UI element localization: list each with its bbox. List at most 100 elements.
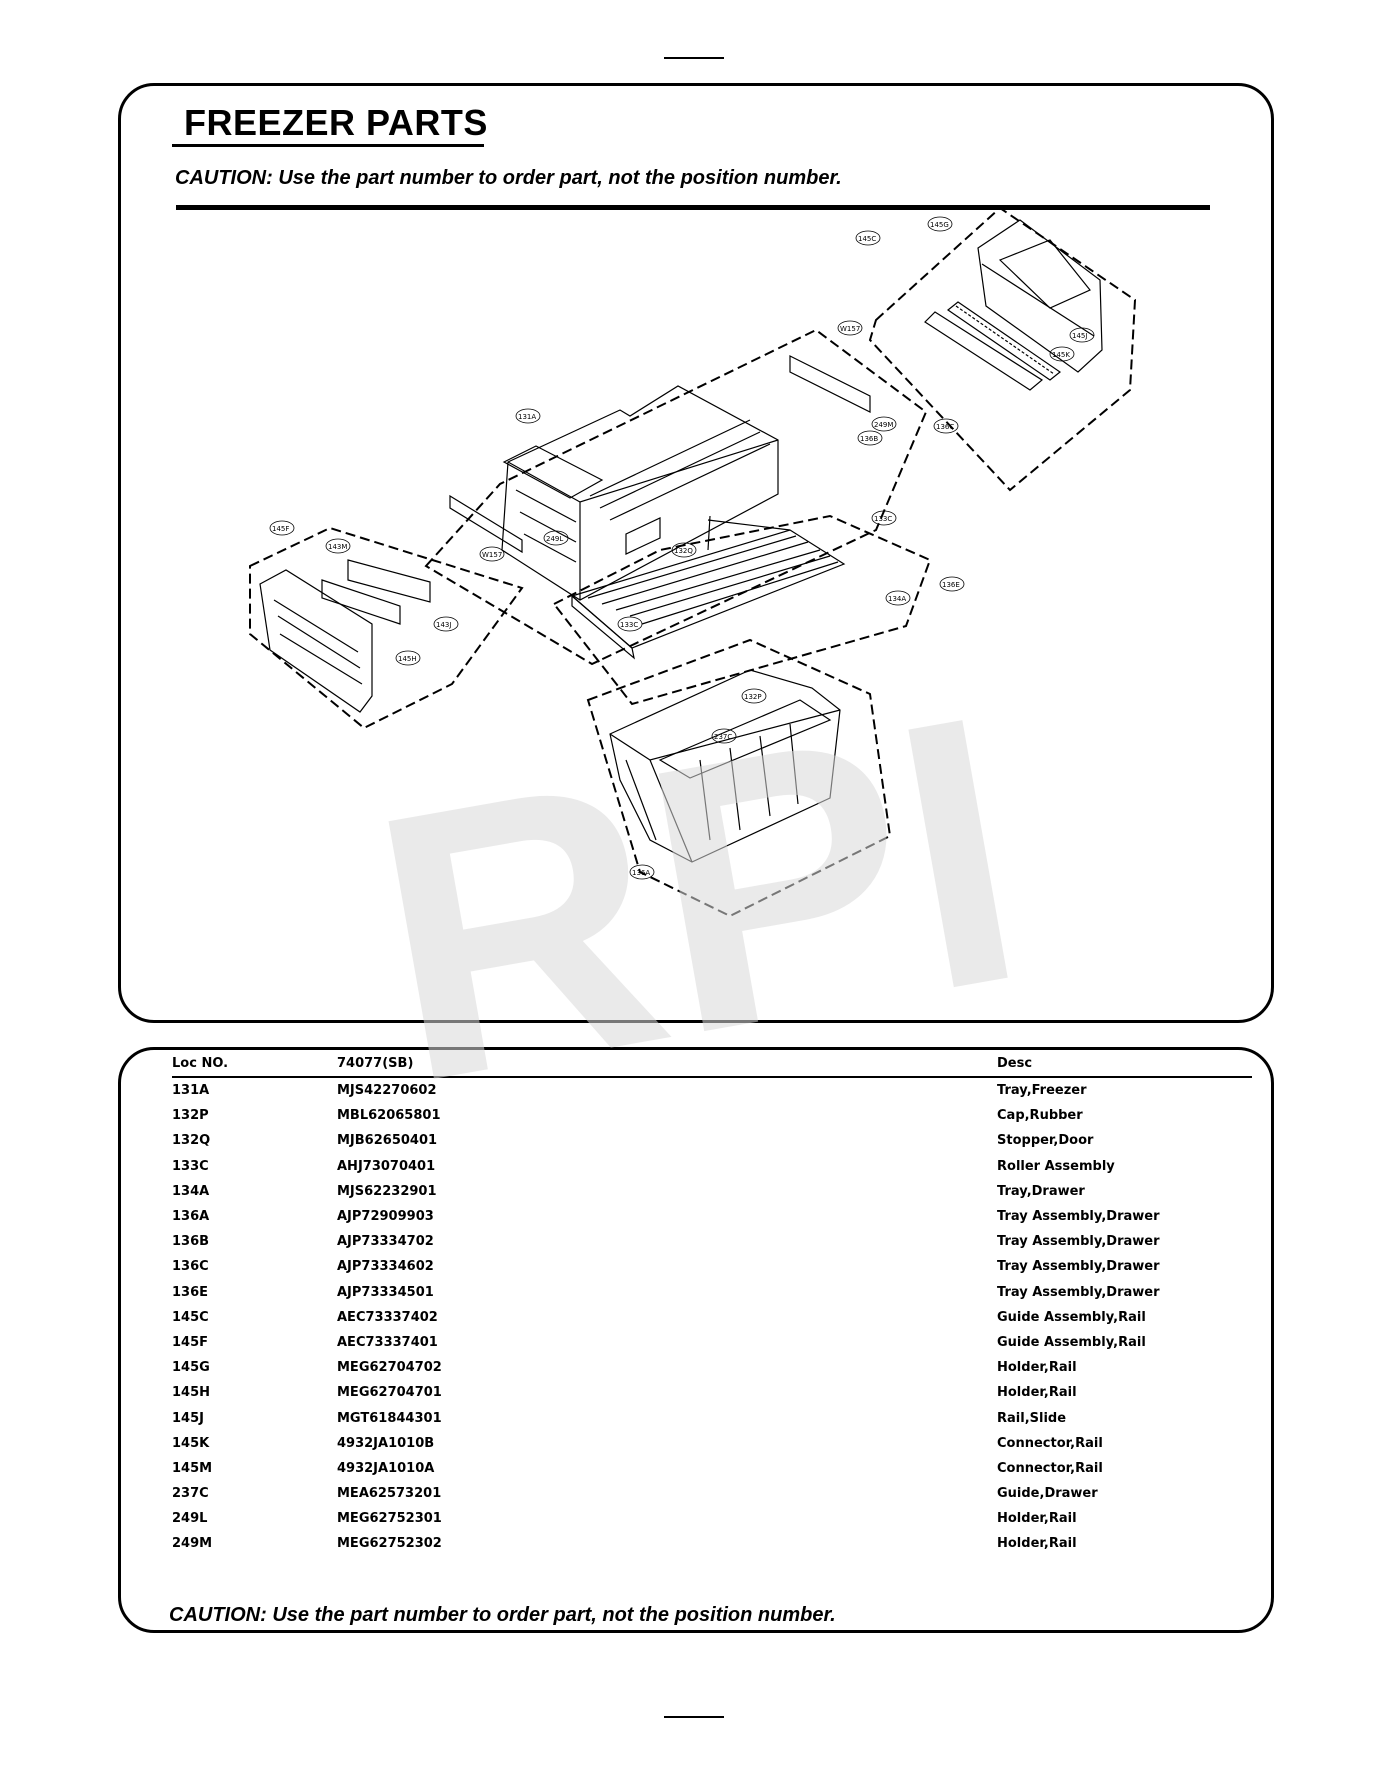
- callout-136E: 136E: [939, 576, 965, 592]
- svg-text:W157: W157: [840, 325, 860, 333]
- callout-145C: 145C: [855, 230, 881, 246]
- diagram-panel: [118, 83, 1274, 1023]
- svg-text:133C: 133C: [874, 515, 892, 523]
- rail-guide-group-145C: [868, 206, 1137, 492]
- svg-text:145C: 145C: [858, 235, 876, 243]
- header-desc: Desc: [997, 1055, 1033, 1071]
- svg-text:249M: 249M: [874, 421, 893, 429]
- svg-text:145G: 145G: [930, 221, 949, 229]
- callout-131A: 131A: [515, 408, 541, 424]
- table-row: 136B AJP73334702 Tray Assembly,Drawer: [172, 1229, 1252, 1254]
- slide-rail-145J-drawing: [924, 301, 1062, 391]
- svg-text:133C: 133C: [620, 621, 638, 629]
- part-number-cell: AJP73334702: [337, 1234, 434, 1250]
- desc-cell: Tray Assembly,Drawer: [997, 1259, 1160, 1275]
- basket-group-136A: [586, 638, 892, 918]
- rail-guide-group-145F: [249, 526, 524, 730]
- loc-cell: 237C: [172, 1486, 209, 1502]
- callout-145G: 145G: [927, 216, 953, 232]
- part-number-cell: MBL62065801: [337, 1108, 441, 1124]
- desc-cell: Stopper,Door: [997, 1133, 1094, 1149]
- upper-tray-group-136C: [424, 328, 928, 666]
- table-row: 145H MEG62704701 Holder,Rail: [172, 1380, 1252, 1405]
- desc-cell: Connector,Rail: [997, 1460, 1103, 1476]
- rail-holder-249M-drawing: [789, 355, 871, 413]
- desc-cell: Tray,Freezer: [997, 1083, 1087, 1099]
- loc-cell: 145J: [172, 1410, 204, 1426]
- svg-text:132P: 132P: [744, 693, 762, 701]
- callout-249L: 249L: [543, 530, 569, 546]
- caution-note-top: CAUTION: Use the part number to order pa…: [175, 167, 842, 189]
- desc-cell: Holder,Rail: [997, 1360, 1077, 1376]
- header-loc-no: Loc NO.: [172, 1055, 229, 1071]
- part-number-cell: MEG62704701: [337, 1385, 442, 1401]
- loc-cell: 145H: [172, 1385, 211, 1401]
- caution-note-bottom: CAUTION: Use the part number to order pa…: [169, 1604, 836, 1626]
- callout-237C: 237C: [711, 728, 737, 744]
- desc-cell: Holder,Rail: [997, 1511, 1077, 1527]
- desc-cell: Tray Assembly,Drawer: [997, 1209, 1160, 1225]
- table-row: 145M 4932JA1010A Connector,Rail: [172, 1456, 1252, 1481]
- svg-text:143M: 143M: [328, 543, 347, 551]
- part-number-cell: MGT61844301: [337, 1410, 442, 1426]
- part-number-cell: AEC73337401: [337, 1334, 438, 1350]
- callout-145J: 145J: [1069, 327, 1095, 343]
- loc-cell: 145M: [172, 1460, 213, 1476]
- top-page-mark: [664, 57, 724, 59]
- callout-143J: 143J: [433, 616, 459, 632]
- desc-cell: Tray Assembly,Drawer: [997, 1234, 1160, 1250]
- svg-text:237C: 237C: [714, 733, 732, 741]
- callout-W157-upper: W157: [837, 320, 863, 336]
- svg-text:136E: 136E: [942, 581, 960, 589]
- part-number-cell: AHJ73070401: [337, 1158, 436, 1174]
- callout-W157-lower: W157: [479, 546, 505, 562]
- callout-134A: 134A: [885, 590, 911, 606]
- svg-text:143J: 143J: [436, 621, 451, 629]
- callout-133C-lower: 133C: [617, 616, 643, 632]
- desc-cell: Guide,Drawer: [997, 1486, 1098, 1502]
- part-number-cell: AJP72909903: [337, 1209, 434, 1225]
- callout-145K: 145K: [1049, 346, 1075, 362]
- loc-cell: 136B: [172, 1234, 210, 1250]
- loc-cell: 249M: [172, 1536, 213, 1552]
- part-number-cell: MJS42270602: [337, 1083, 437, 1099]
- table-row: 249M MEG62752302 Holder,Rail: [172, 1531, 1252, 1556]
- table-row: 145F AEC73337401 Guide Assembly,Rail: [172, 1330, 1252, 1355]
- part-number-cell: MJB62650401: [337, 1133, 438, 1149]
- desc-cell: Holder,Rail: [997, 1385, 1077, 1401]
- bottom-page-mark: [664, 1716, 724, 1718]
- callout-145F: 145F: [269, 520, 295, 536]
- part-number-cell: AEC73337402: [337, 1309, 438, 1325]
- loc-cell: 132Q: [172, 1133, 211, 1149]
- part-number-cell: MEG62752302: [337, 1536, 442, 1552]
- rail-holder-249L-drawing: [449, 494, 523, 554]
- drawer-tray-group-136E: [552, 514, 932, 706]
- loc-cell: 145F: [172, 1334, 209, 1350]
- svg-text:W157: W157: [482, 551, 502, 559]
- basket-136A-drawing: [609, 669, 841, 863]
- svg-text:136C: 136C: [936, 423, 954, 431]
- loc-cell: 145K: [172, 1435, 210, 1451]
- svg-text:145J: 145J: [1072, 332, 1087, 340]
- svg-text:134A: 134A: [888, 595, 906, 603]
- svg-text:132Q: 132Q: [674, 547, 693, 555]
- desc-cell: Holder,Rail: [997, 1536, 1077, 1552]
- desc-cell: Guide Assembly,Rail: [997, 1334, 1146, 1350]
- callout-136A: 136A: [629, 864, 655, 880]
- callout-136C: 136C: [933, 418, 959, 434]
- parts-table-panel: [118, 1047, 1274, 1633]
- callout-145H: 145H: [395, 650, 421, 666]
- part-number-cell: 4932JA1010A: [337, 1460, 435, 1476]
- part-number-cell: MEG62704702: [337, 1360, 442, 1376]
